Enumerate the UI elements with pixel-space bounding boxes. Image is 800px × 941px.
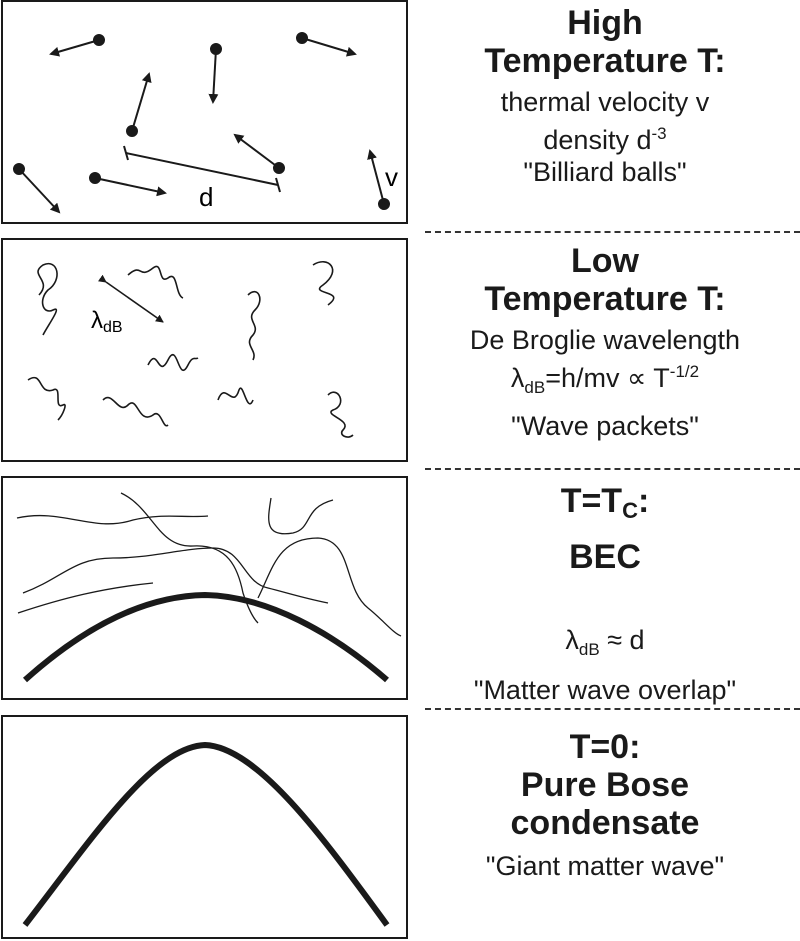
bec-text: T=TC: BEC λdB ≈ d "Matter wave overlap" <box>410 482 800 706</box>
low-temperature-text: Low Temperature T: De Broglie wavelength… <box>410 242 800 442</box>
giant-matter-wave <box>22 741 390 927</box>
title-line: Temperature T: <box>484 42 726 80</box>
wave-packet <box>312 260 335 306</box>
matter-wave-overlap-caption: "Matter wave overlap" <box>473 675 737 705</box>
distance-label: d <box>199 182 213 212</box>
title-line: Temperature T: <box>484 280 726 318</box>
title-line: Pure Bose <box>520 766 690 804</box>
wave-packet <box>127 265 184 299</box>
overlap-wave <box>17 582 154 614</box>
separator <box>425 708 800 710</box>
wave-packet <box>102 396 169 427</box>
wave-packets-caption: "Wave packets" <box>511 411 699 441</box>
wave-packet <box>217 387 254 405</box>
wavelength-formula: λdB=h/mv ∝ T-1/2 <box>510 362 700 397</box>
high-temperature-panel: d v <box>1 0 408 224</box>
condensate-peak <box>22 591 389 683</box>
wave-packet <box>247 290 261 361</box>
title-line: BEC <box>569 538 641 576</box>
billiard-balls-caption: "Billiard balls" <box>523 157 687 187</box>
de-broglie-text: De Broglie wavelength <box>469 325 741 355</box>
overlap-wave <box>268 497 334 535</box>
overlap-wave <box>22 547 329 604</box>
wave-packet <box>27 376 66 421</box>
title-line: condensate <box>510 804 700 842</box>
title-line: T=0: <box>569 728 641 766</box>
lambda-label: λdB <box>91 307 123 336</box>
high-temperature-text: High Temperature T: thermal velocity v d… <box>410 4 800 188</box>
overlap-condition: λdB ≈ d <box>565 625 645 659</box>
title-line: High <box>567 4 643 42</box>
wave-packet <box>147 353 199 372</box>
title-line: T=TC: <box>560 482 650 523</box>
thermal-velocity-text: thermal velocity v <box>500 87 710 117</box>
wave-packet <box>37 262 58 336</box>
velocity-label: v <box>385 162 398 192</box>
billiard-balls-diagram: d v <box>13 32 398 214</box>
separator <box>425 231 800 233</box>
overlap-wave <box>257 537 402 637</box>
separator <box>425 468 800 470</box>
giant-matter-wave-caption: "Giant matter wave" <box>485 851 725 881</box>
title-line: Low <box>571 242 639 280</box>
giant-matter-wave-diagram <box>22 741 390 927</box>
overlap-wave <box>120 492 259 624</box>
wave-packets-diagram: λdB <box>27 260 354 438</box>
pure-condensate-panel <box>1 715 408 939</box>
density-text: density d-3 <box>543 124 667 155</box>
wavelength-arrow <box>97 274 164 323</box>
matter-wave-overlap-diagram <box>16 492 402 683</box>
bec-panel <box>1 476 408 700</box>
pure-condensate-text: T=0: Pure Bose condensate "Giant matter … <box>410 728 800 882</box>
overlap-wave <box>16 514 209 525</box>
low-temperature-panel: λdB <box>1 238 408 462</box>
wave-packet <box>327 391 354 438</box>
